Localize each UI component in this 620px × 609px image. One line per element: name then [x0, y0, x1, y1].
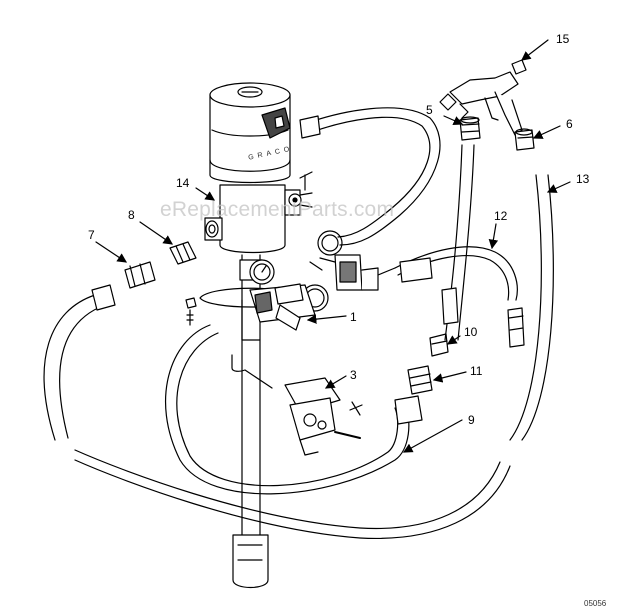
callout-12: 12 [494, 209, 508, 223]
callout-5: 5 [426, 103, 433, 117]
callout-3: 3 [350, 368, 357, 382]
callout-14: 14 [176, 176, 190, 190]
callout-8: 8 [128, 208, 135, 222]
watermark-text: eReplacementParts.com [160, 198, 395, 221]
bolt [185, 297, 197, 326]
fitting-end-13 [507, 307, 525, 348]
leader-lines [95, 39, 571, 453]
fitting-5 [459, 116, 481, 141]
hose-return [299, 107, 441, 246]
pump-rod [231, 354, 273, 389]
air-regulator-assembly [249, 230, 396, 331]
callout-15: 15 [556, 32, 570, 46]
callout-10: 10 [464, 325, 478, 339]
fitting-10 [429, 333, 449, 357]
hose-gun-supply [441, 144, 475, 341]
hose-air-12 [394, 246, 518, 301]
pump-body [204, 171, 313, 254]
callout-13: 13 [576, 172, 590, 186]
hose-main-long [74, 174, 554, 540]
callout-11: 11 [470, 364, 483, 378]
callout-9: 9 [468, 413, 475, 427]
fitting-8 [169, 241, 197, 265]
fitting-7 [124, 261, 156, 289]
spray-gun [439, 59, 527, 136]
callout-1: 1 [350, 310, 357, 324]
callout-6: 6 [566, 117, 573, 131]
callout-7: 7 [88, 228, 95, 242]
fitting-6 [514, 128, 535, 151]
hose-air-supply-7 [43, 284, 116, 441]
fitting-11 [407, 365, 433, 395]
accessory-bracket [284, 377, 363, 456]
pump-motor [209, 82, 291, 184]
drawing-number: 05056 [584, 599, 607, 608]
